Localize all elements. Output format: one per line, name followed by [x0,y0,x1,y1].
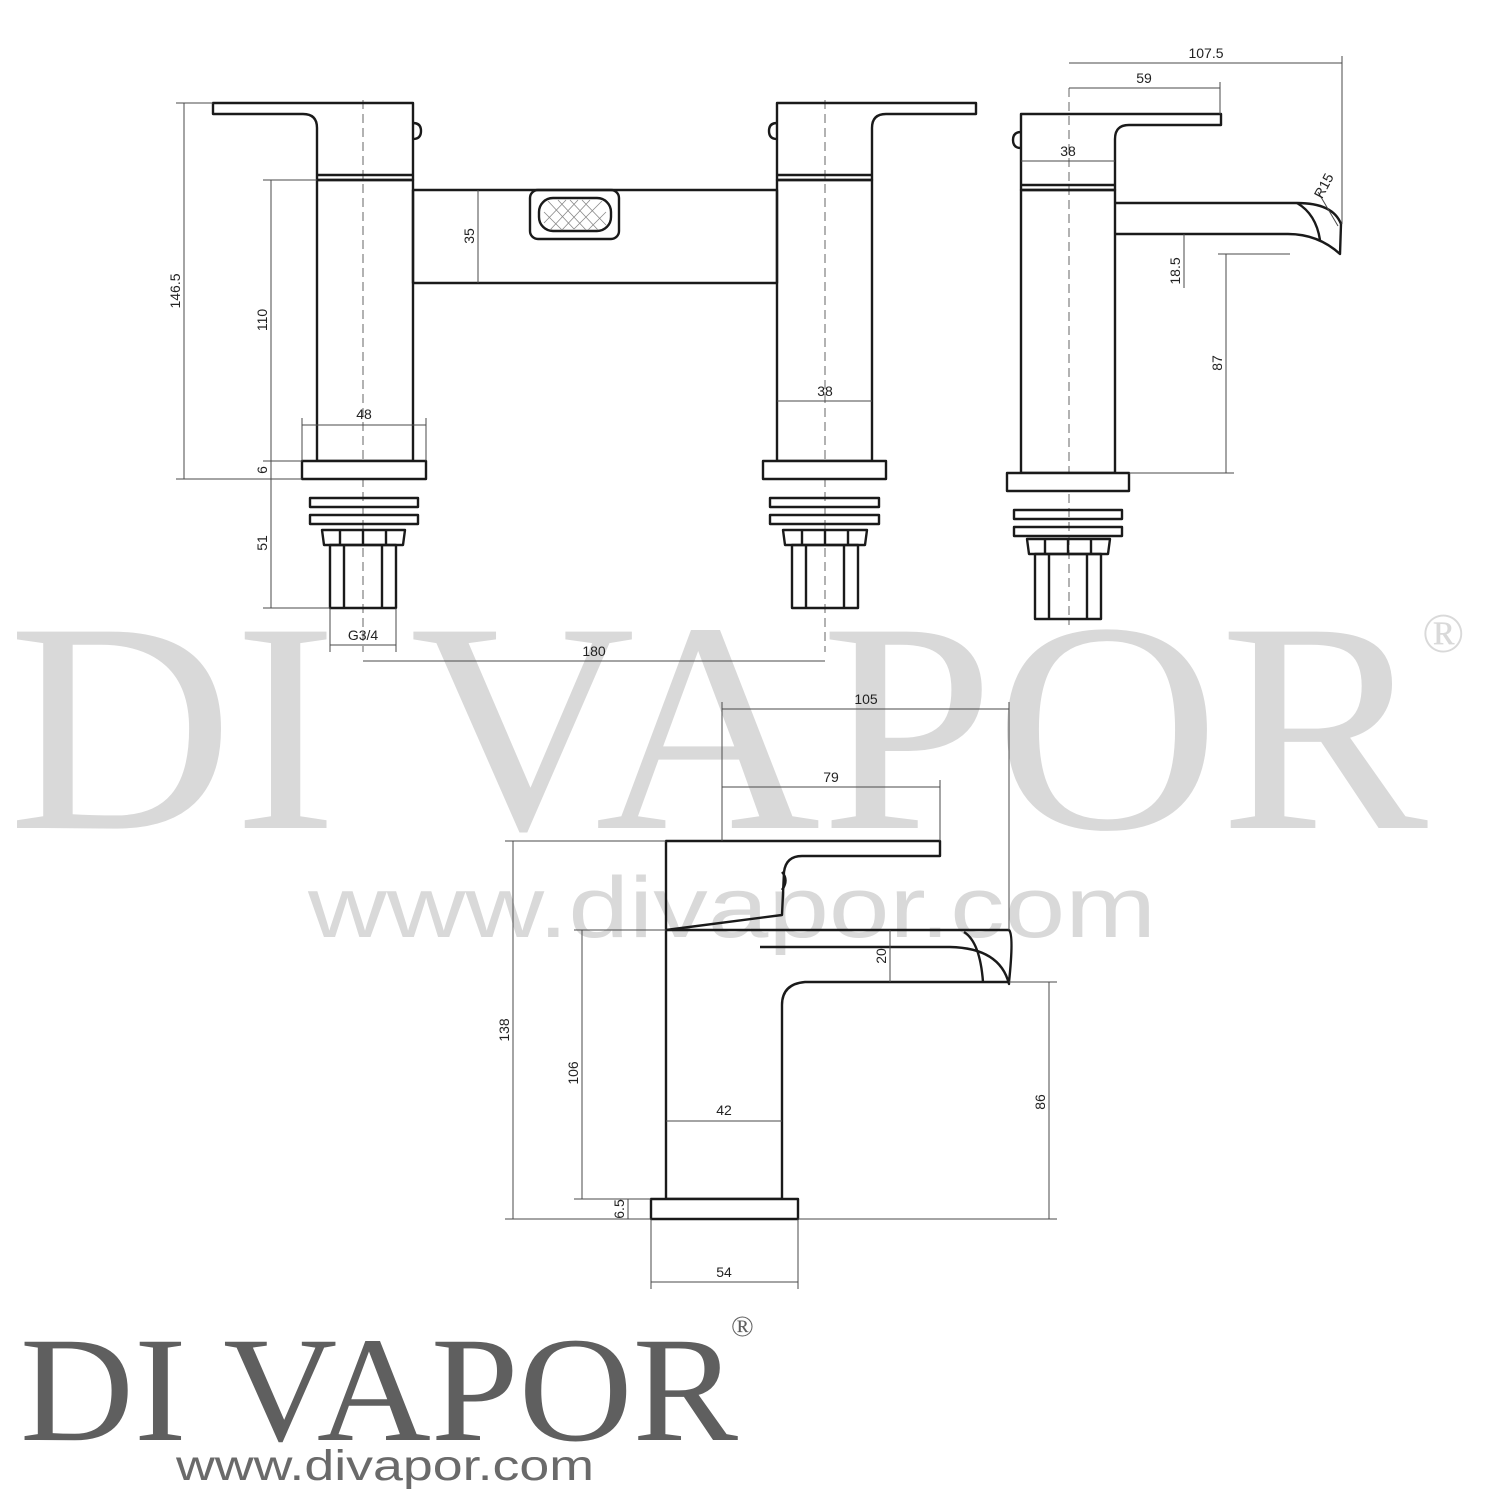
dim-basin-body-height: 106 [565,1061,581,1085]
dim-thread: G3/4 [348,627,379,643]
dim-basin-body-width: 42 [716,1102,732,1118]
dim-basin-depth: 105 [854,691,878,707]
dim-spout-radius: R15 [1310,170,1336,200]
dim-basin-spout-height: 86 [1032,1094,1048,1110]
dim-body-width: 38 [817,383,833,399]
dim-basin-lever: 79 [823,769,839,785]
dim-base-thickness: 6 [254,466,270,474]
dim-side-lever: 59 [1136,70,1152,86]
dim-base-width: 48 [356,406,372,422]
watermark-registered-mark: ® [1422,603,1465,665]
aerator-mesh [543,199,607,231]
watermark-brand: DI VAPOR [8,561,1430,893]
dim-spout-opening: 18.5 [1167,257,1183,284]
dim-basin-height: 138 [496,1018,512,1042]
logo-brand-name: DI VAPOR [20,1307,738,1473]
dim-bath-height: 146.5 [167,273,183,308]
bath-filler-side-view: 107.5 59 38 R15 18.5 87 [1005,45,1343,625]
dim-tail-length: 51 [254,535,270,551]
dim-side-body: 38 [1060,143,1076,159]
watermark: DI VAPOR ® www.divapor.com [8,561,1465,956]
dim-bridge-height: 35 [461,228,477,244]
watermark-url: www.divapor.com [307,860,1156,956]
dim-basin-base-width: 54 [716,1264,732,1280]
logo-url: www.divapor.com [175,1442,594,1490]
dim-basin-base-thickness: 6.5 [611,1199,627,1219]
brand-logo: DI VAPOR ® www.divapor.com [20,1307,754,1490]
logo-registered-mark: ® [731,1310,754,1343]
dim-centres: 180 [582,643,606,659]
dim-body-height: 110 [254,309,270,332]
basin-mixer-side-view: 105 79 20 138 106 42 86 6.5 54 [496,691,1057,1289]
dim-spout-height: 87 [1209,355,1225,371]
dim-side-depth: 107.5 [1188,45,1223,61]
dim-basin-spout-opening: 20 [873,948,889,964]
bath-filler-front-view: 146.5 110 6 51 35 48 38 G3/4 180 [167,100,978,662]
